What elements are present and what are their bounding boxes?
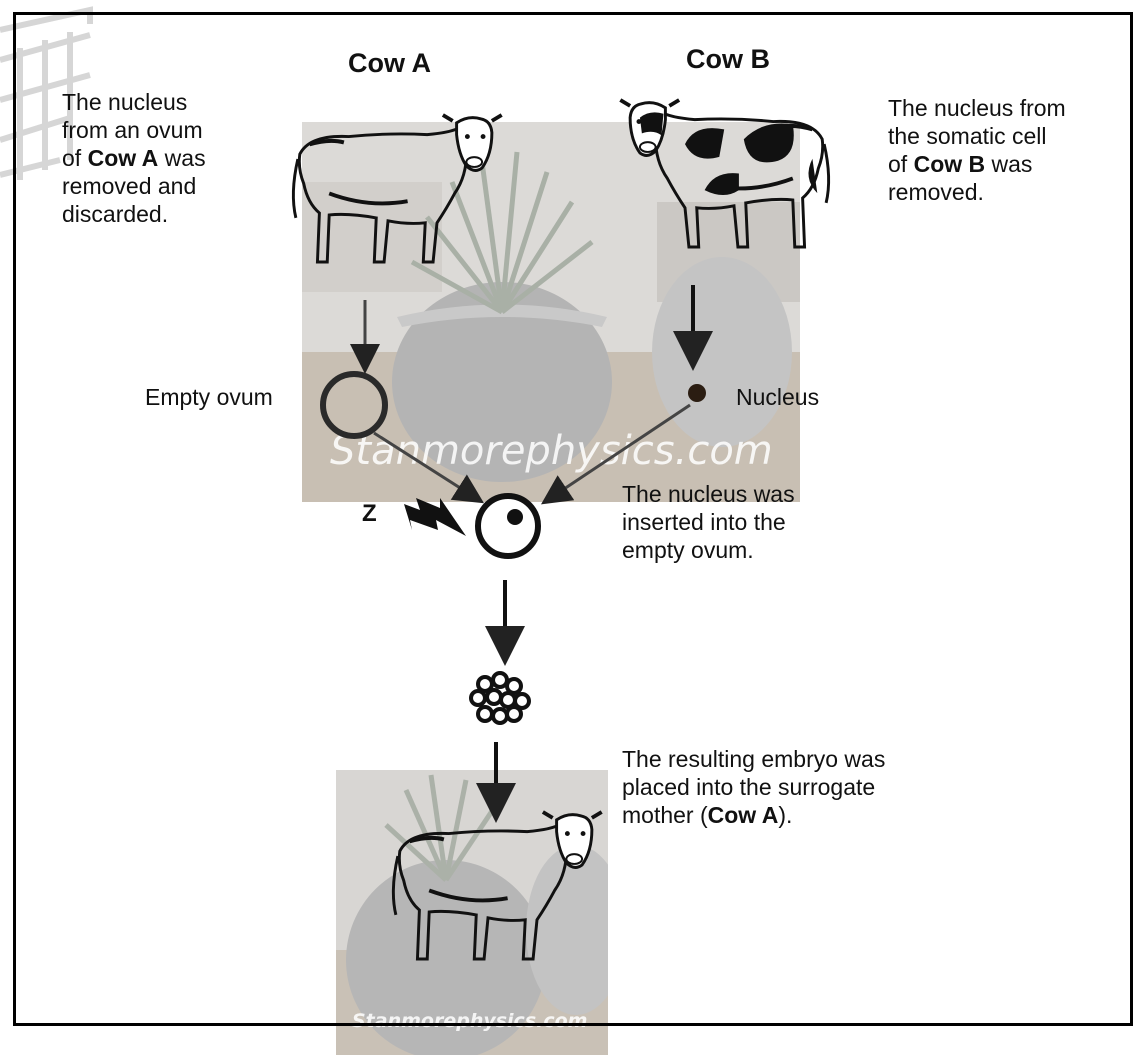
empty-ovum-label: Empty ovum [145, 383, 273, 411]
surrogate-cow-icon [393, 812, 601, 959]
spotted-cow-icon [620, 100, 828, 247]
nucleus-dot [688, 384, 706, 402]
shock-label: Z [362, 500, 377, 528]
empty-ovum [323, 374, 385, 436]
embryo-cluster-icon [471, 673, 529, 723]
insert-note: The nucleus was inserted into the empty … [622, 480, 795, 564]
lightning-bolt-icon [404, 498, 466, 536]
embryo-note: The resulting embryo was placed into the… [622, 745, 885, 829]
nucleus-label: Nucleus [736, 383, 819, 411]
reconstructed-ovum [478, 496, 538, 556]
cow-a-outline-icon [293, 115, 501, 262]
